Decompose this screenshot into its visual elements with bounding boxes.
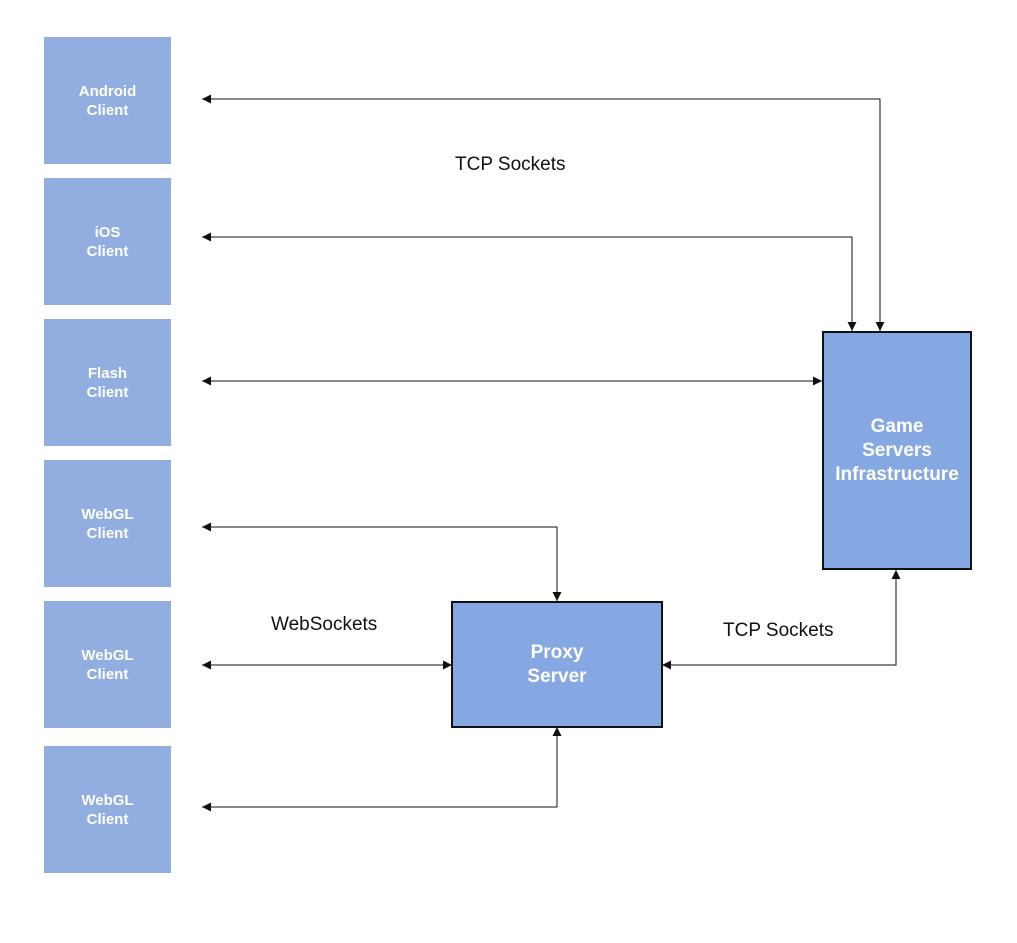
game-servers-box: Game Servers Infrastructure <box>822 331 972 570</box>
ios-client-label: iOS Client <box>86 223 129 260</box>
webgl-client-label-3: WebGL Client <box>81 791 134 828</box>
flash-client-box: Flash Client <box>44 319 171 446</box>
proxy-server-box: Proxy Server <box>451 601 663 728</box>
websockets-label: WebSockets <box>271 614 378 635</box>
ios-client-box: iOS Client <box>44 178 171 305</box>
android-client-label: Android Client <box>78 82 137 119</box>
webgl-client-box-3: WebGL Client <box>44 746 171 873</box>
flash-client-label: Flash Client <box>86 364 129 401</box>
webgl-client-box-1: WebGL Client <box>44 460 171 587</box>
android-client-box: Android Client <box>44 37 171 164</box>
webgl1-to-proxy-connector <box>202 522 562 601</box>
proxy-to-game-connector <box>662 570 901 670</box>
webgl-client-box-2: WebGL Client <box>44 601 171 728</box>
android-to-game-connector <box>202 94 885 331</box>
ios-to-game-connector <box>202 232 857 331</box>
tcp-sockets-label-top: TCP Sockets <box>455 154 566 175</box>
webgl-client-label-2: WebGL Client <box>81 646 134 683</box>
webgl-client-label-1: WebGL Client <box>81 505 134 542</box>
game-servers-label: Game Servers Infrastructure <box>835 415 959 485</box>
webgl3-to-proxy-connector <box>202 727 562 812</box>
proxy-server-label: Proxy Server <box>527 641 587 687</box>
tcp-sockets-label-proxy: TCP Sockets <box>723 620 834 641</box>
